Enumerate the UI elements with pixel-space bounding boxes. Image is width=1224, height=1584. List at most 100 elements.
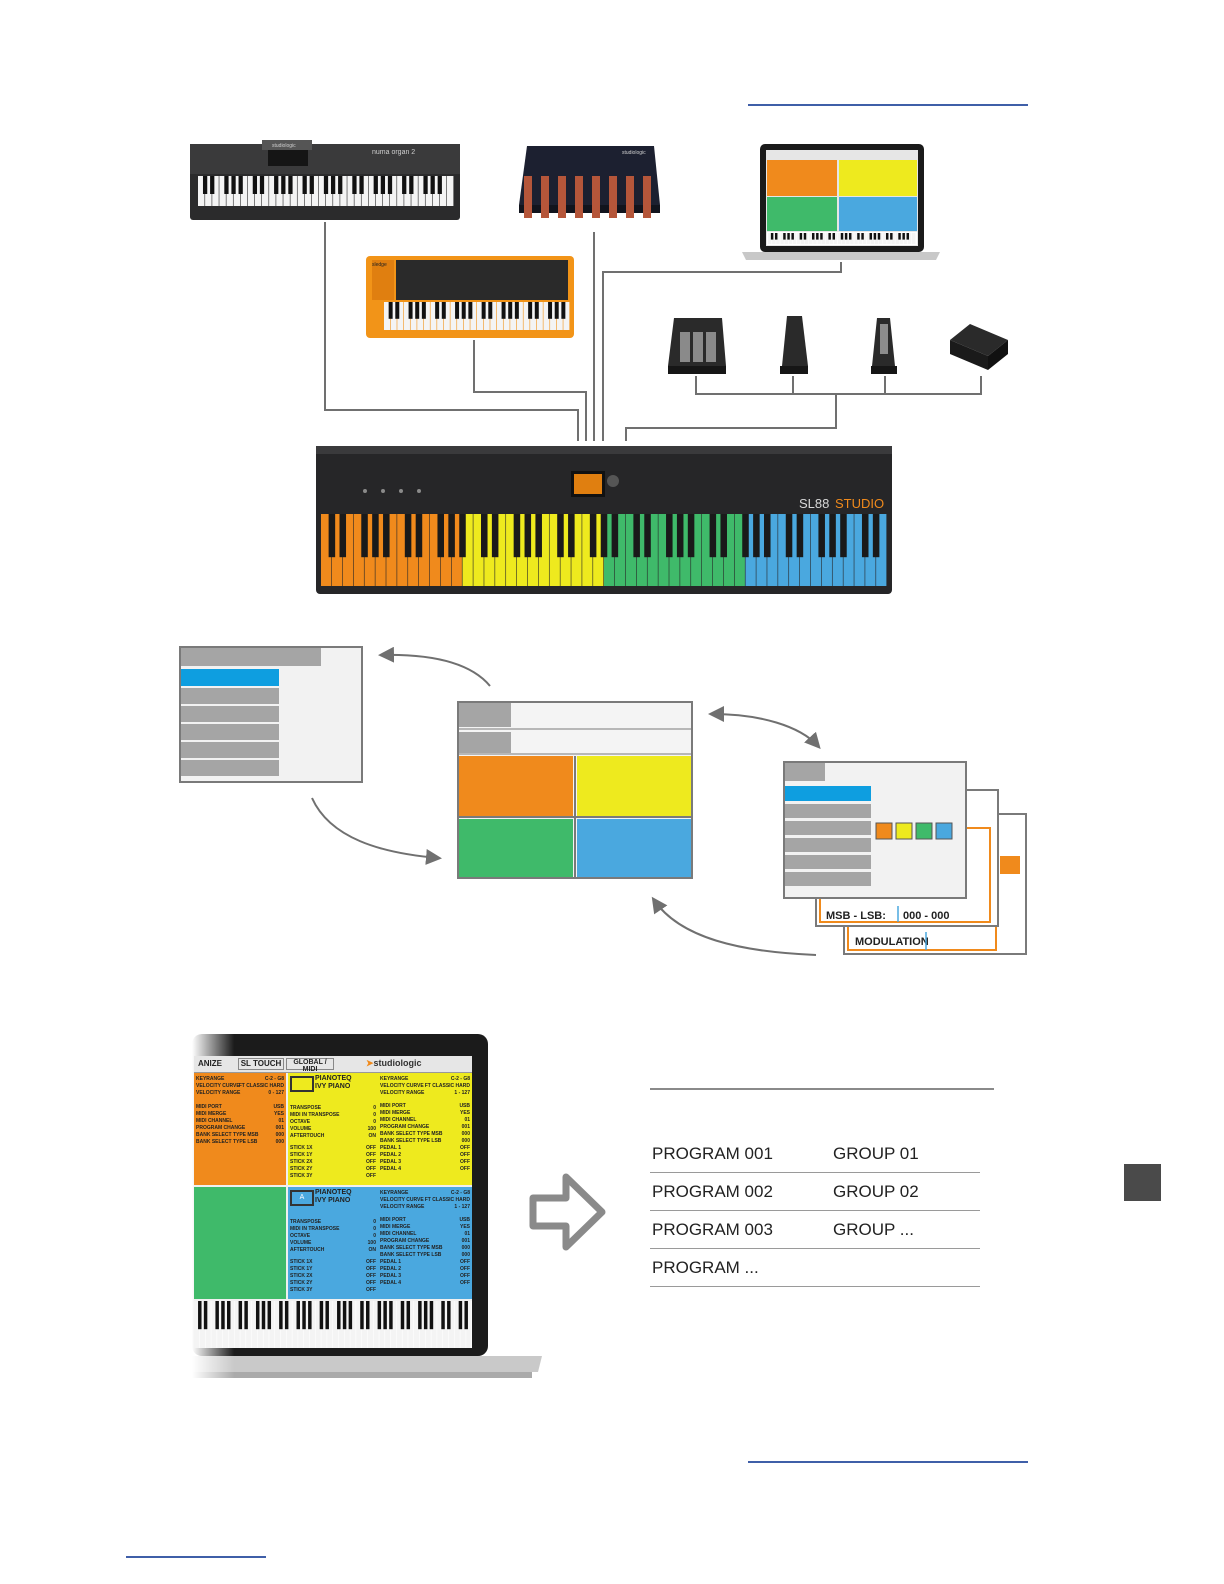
sustain-pedal [871,318,897,374]
zone-param: BANK SELECT TYPE LSB [380,1138,442,1144]
zone-param: OFF [460,1280,470,1286]
zone-param: ON [368,1247,377,1253]
group-name: GROUP 02 [833,1182,919,1201]
zone-param: PEDAL 4 [380,1280,402,1286]
blue-zone-badge: A [290,1190,314,1206]
zone-param: STICK 1Y [290,1152,313,1158]
zone-param: 0 - 127 [268,1090,284,1096]
navigation-schematic: MODULATION MSB - LSB: 000 - 000 [179,646,1027,956]
editor-screen: ANIZE SL TOUCH GLOBAL / MIDI ➤studiologi… [194,1056,472,1348]
yellow-zone-name: PIANOTEQ [315,1075,352,1082]
zone-param: MIDI CHANNEL [196,1118,233,1124]
master-controller: SL88 STUDIO [316,446,892,594]
zone-param: MIDI IN TRANSPOSE [290,1112,340,1118]
zone-param: STICK 1X [290,1145,313,1151]
zone-msb-label: MSB - LSB: [826,910,886,922]
tab-sl-touch[interactable]: SL TOUCH [238,1058,284,1070]
menu-panel [179,646,363,783]
zone-param: BANK SELECT TYPE MSB [196,1132,259,1138]
zone-param: PROGRAM CHANGE [380,1238,430,1244]
program-name: PROGRAM 001 [652,1144,773,1163]
zone-param: MIDI MERGE [380,1224,411,1230]
zone-orange[interactable] [194,1073,286,1185]
main-screen-panel [457,701,693,879]
zone-param: 1 - 127 [454,1090,470,1096]
zone-param: 100 [367,1126,376,1132]
laptop-small [742,144,940,260]
pedalboard: studiologic [519,146,660,218]
zone-param: FT CLASSIC HARD [424,1083,470,1089]
zone-blue[interactable] [288,1187,472,1299]
zone-param: PEDAL 3 [380,1159,402,1165]
controller-model-left: SL88 [799,496,829,511]
zone-param: VOLUME [290,1240,312,1246]
zone-param: TRANSPOSE [290,1105,322,1111]
zone-param: VELOCITY CURVE [380,1197,424,1203]
zone-green[interactable] [194,1187,286,1299]
editor-laptop: ANIZE SL TOUCH GLOBAL / MIDI ➤studiologi… [192,1034,544,1384]
zone-param: OFF [366,1152,376,1158]
zone-param: STICK 2X [290,1159,313,1165]
tab-global-midi[interactable]: GLOBAL / MIDI [286,1058,334,1073]
yellow-zone-badge [290,1076,314,1092]
zone-param: PEDAL 1 [380,1259,402,1265]
zone-param: PROGRAM CHANGE [196,1125,246,1131]
zone-param: OFF [366,1159,376,1165]
zone-modulation-label: MODULATION [855,936,929,948]
zone-param: MIDI CHANNEL [380,1231,417,1237]
zone-param: VELOCITY CURVE [380,1083,424,1089]
program-list-top-rule [650,1088,994,1090]
zone-param: 0 [373,1119,376,1125]
footer-rule [748,1461,1028,1463]
zone-param: C-2 - G8 [450,1190,470,1196]
zone-yellow[interactable] [288,1073,472,1185]
zone-param: OCTAVE [290,1233,311,1239]
zone-param: OFF [366,1145,376,1151]
zone-param: OFF [460,1266,470,1272]
yellow-zone-subname: IVY PIANO [315,1083,351,1090]
zone-param: STICK 3Y [290,1287,313,1293]
hardware-diagram: numa organ 2 studiologic studiologic sle… [190,140,1008,594]
zone-param: VELOCITY RANGE [380,1204,425,1210]
zone-param: MIDI PORT [380,1217,406,1223]
zone-param: PEDAL 1 [380,1145,402,1151]
zone-param: FT CLASSIC HARD [238,1083,284,1089]
expression-pedal [780,316,808,374]
zone-param: 0 [373,1112,376,1118]
footswitch [950,324,1008,370]
section-marker [1124,1164,1161,1201]
editor-keyboard[interactable] [194,1301,472,1348]
zone-param: MIDI PORT [196,1104,222,1110]
zone-param: OFF [460,1166,470,1172]
zone-param: YES [459,1110,470,1116]
zone-param: OCTAVE [290,1119,311,1125]
zone-param: OFF [460,1259,470,1265]
zone-param: OFF [366,1287,376,1293]
zone-param: TRANSPOSE [290,1219,322,1225]
page-footer-rule [126,1556,266,1558]
zone-param: VOLUME [290,1126,312,1132]
zone-param: VELOCITY RANGE [380,1090,425,1096]
zone-param: C-2 - G8 [450,1076,470,1082]
zone-param: PEDAL 2 [380,1152,402,1158]
zone-param: 0 [373,1219,376,1225]
zone-param: KEYRANGE [380,1076,409,1082]
program-name: PROGRAM ... [652,1258,759,1277]
zone-param: PEDAL 4 [380,1166,402,1172]
zone-param: MIDI MERGE [196,1111,227,1117]
zone-param: STICK 1Y [290,1266,313,1272]
program-row[interactable]: PROGRAM ... [650,1250,980,1287]
zone-param: 000 [461,1138,470,1144]
tab-organize[interactable]: ANIZE [198,1059,222,1068]
zone-param: 000 [461,1131,470,1137]
zone-param: MIDI MERGE [380,1110,411,1116]
zone-param: USB [459,1103,470,1109]
zone-param: 01 [464,1231,470,1237]
zone-param: OFF [366,1273,376,1279]
zone-param: VELOCITY CURVE [196,1083,240,1089]
zone-param: 01 [278,1118,284,1124]
